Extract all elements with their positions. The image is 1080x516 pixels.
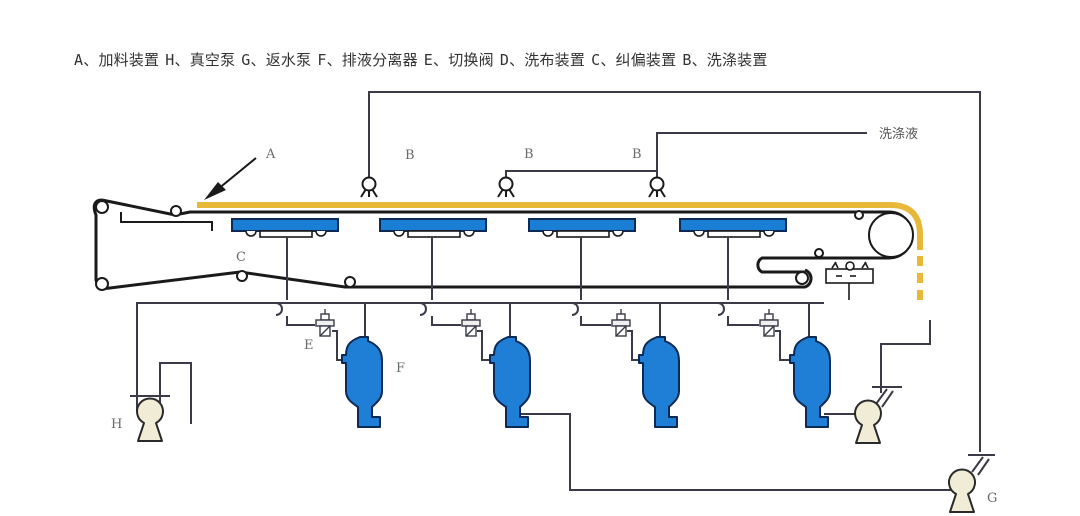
label-C: C xyxy=(236,250,246,265)
vacuum-box xyxy=(379,218,487,238)
vacuum-box xyxy=(231,218,339,238)
legend-item: G、返水泵 xyxy=(241,51,311,69)
legend-key: F xyxy=(317,51,327,69)
legend-text: 返水泵 xyxy=(265,51,312,69)
label-G: G xyxy=(987,491,997,506)
legend-text: 洗布装置 xyxy=(524,51,586,69)
legend-key: E xyxy=(423,51,434,69)
vacuum-box xyxy=(679,218,787,238)
legend-sep: 、 xyxy=(433,51,449,69)
legend-key: B xyxy=(682,51,692,69)
cloth-washer xyxy=(825,261,874,300)
legend-text: 纠偏装置 xyxy=(615,51,677,69)
legend-text: 排液分离器 xyxy=(341,51,418,69)
label-F: F xyxy=(396,361,405,376)
legend-text: 真空泵 xyxy=(189,51,236,69)
filter-cloth xyxy=(197,202,923,300)
legend-key: D xyxy=(499,51,510,69)
legend-sep: 、 xyxy=(83,51,99,69)
wash-nozzle-icon xyxy=(648,176,666,198)
separator-icon xyxy=(341,336,383,428)
legend-item: B、洗涤装置 xyxy=(682,51,767,69)
pump-icon xyxy=(136,397,164,442)
legend-item: F、排液分离器 xyxy=(317,51,417,69)
legend-item: H、真空泵 xyxy=(165,51,235,69)
legend-key: G xyxy=(241,51,251,69)
label-H: H xyxy=(111,417,122,432)
wash-nozzle-icon xyxy=(360,176,378,198)
switch-valve-icon xyxy=(315,308,335,337)
pump-icon xyxy=(854,399,882,444)
vacuum-pipes xyxy=(136,237,960,491)
legend-text: 加料装置 xyxy=(98,51,160,69)
legend-text: 洗涤装置 xyxy=(706,51,768,69)
belt-loop xyxy=(92,198,914,290)
legend-sep: 、 xyxy=(509,51,525,69)
legend-text: 切换阀 xyxy=(448,51,494,69)
legend-key: H xyxy=(165,51,175,69)
label-E: E xyxy=(304,338,314,353)
separator-icon xyxy=(638,336,680,428)
legend-sep: 、 xyxy=(600,51,616,69)
pump-icon xyxy=(948,468,976,513)
legend-key: C xyxy=(591,51,601,69)
legend-key: A xyxy=(74,51,84,69)
return-pump-G xyxy=(948,454,995,513)
label-B: B xyxy=(405,148,415,163)
legend-item: E、切换阀 xyxy=(424,51,494,69)
transfer-pump xyxy=(854,386,902,444)
label-B: B xyxy=(632,147,642,162)
feed-arrow xyxy=(204,157,257,200)
label-wash-liquid: 洗涤液 xyxy=(879,127,918,142)
label-B: B xyxy=(524,147,534,162)
legend-item: C、纠偏装置 xyxy=(591,51,676,69)
legend-item: A、加料装置 xyxy=(74,51,159,69)
legend-sep: 、 xyxy=(326,51,342,69)
vacuum-box xyxy=(528,218,636,238)
legend-sep: 、 xyxy=(691,51,707,69)
legend-sep: 、 xyxy=(250,51,266,69)
legend-sep: 、 xyxy=(174,51,190,69)
legend-item: D、洗布装置 xyxy=(500,51,585,69)
label-A: A xyxy=(265,147,276,162)
vacuum-pump-H xyxy=(130,395,170,442)
feed-tray xyxy=(120,212,213,231)
belt-rollers xyxy=(95,200,914,291)
wash-nozzle-icon xyxy=(497,176,515,198)
